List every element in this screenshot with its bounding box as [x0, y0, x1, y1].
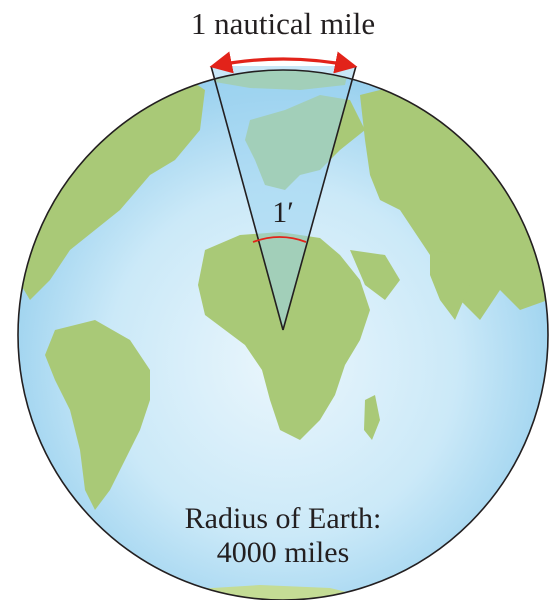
angle-label: 1′	[272, 196, 294, 229]
madagascar-landmass	[364, 395, 380, 440]
sector-edge-right	[282, 65, 357, 331]
radius-label-line2: 4000 miles	[217, 536, 350, 569]
arabia-landmass	[350, 250, 400, 300]
africa-landmass	[198, 232, 370, 440]
sector-edge-left	[210, 65, 284, 331]
radius-label-line1: Radius of Earth:	[185, 502, 382, 535]
angle-arc	[252, 236, 307, 243]
south-america-landmass	[45, 320, 150, 510]
arc-length-label: 1 nautical mile	[191, 6, 375, 41]
india-landmass	[430, 250, 470, 320]
arc-length-arrow	[209, 51, 358, 74]
sector-highlight	[211, 66, 356, 330]
